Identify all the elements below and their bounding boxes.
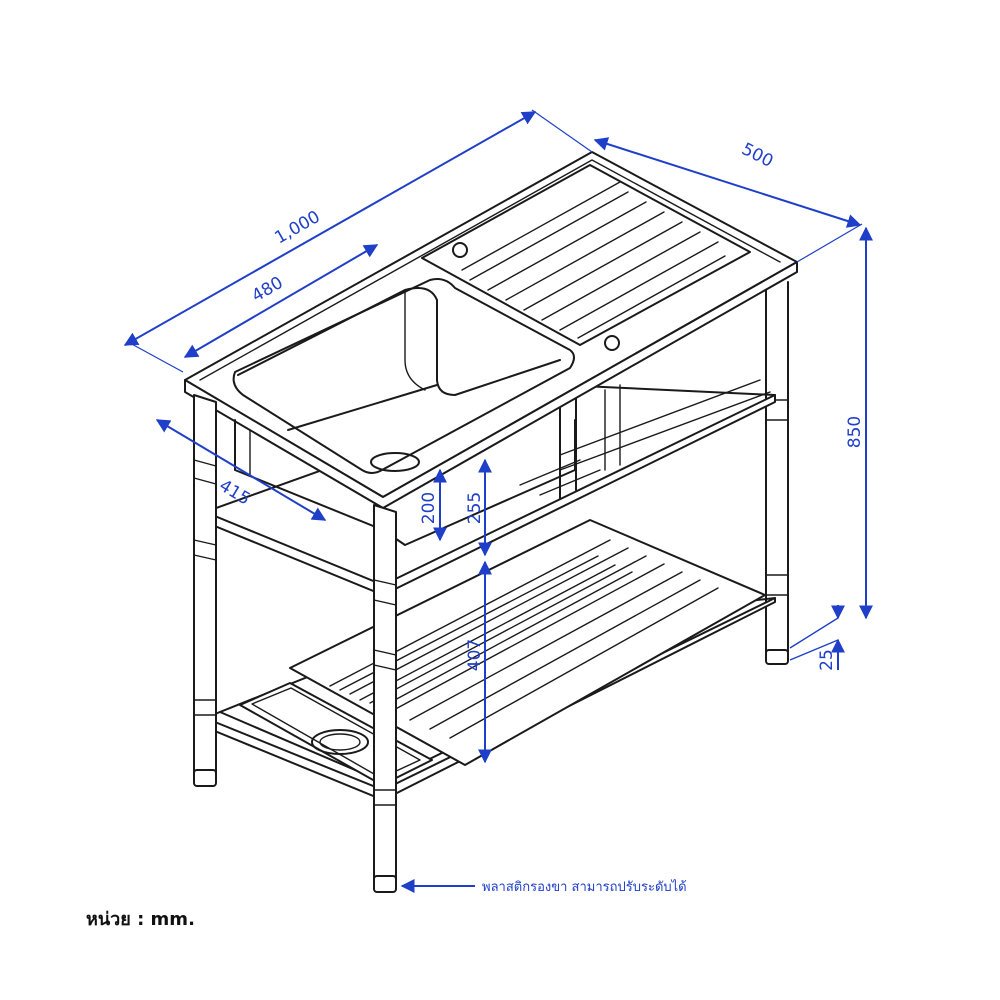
back-right-foot: [765, 649, 789, 665]
dim-line-bowl-length: [183, 244, 379, 358]
dim-line-bowl-width: [155, 419, 327, 521]
dim-foot-label: 25: [817, 649, 837, 671]
dim-height-label: 850: [845, 416, 865, 448]
bowl-drain-hole: [370, 452, 420, 472]
dim-shelf-gap-label: 407: [465, 639, 485, 671]
front-left-foot: [193, 769, 217, 787]
dim-bowl-depth-label: 200: [419, 492, 439, 524]
bottom-shelf: [204, 519, 776, 801]
foot-note: พลาสติกรองขา สามารถปรับระดับได้: [482, 879, 687, 895]
tap-hole-right: [604, 335, 620, 351]
dim-bowl-width-label: 415: [216, 476, 254, 510]
sink-top: [184, 151, 798, 546]
dim-top-to-shelf-label: 255: [465, 492, 485, 524]
dim-line-depth: [593, 137, 862, 228]
dim-depth-label: 500: [738, 139, 776, 172]
unit-label: หน่วย : mm.: [86, 909, 195, 930]
front-middle-foot: [373, 875, 397, 893]
dim-foot-extension: [789, 617, 839, 661]
front-middle-leg: [373, 504, 397, 881]
dim-length-label: 1,000: [271, 207, 323, 248]
tray-drain-hole: [311, 729, 369, 755]
back-legs: [559, 281, 789, 665]
dimension-lines: 1,000 500 480 415 200 255 407 850 25 พลา…: [123, 109, 873, 895]
